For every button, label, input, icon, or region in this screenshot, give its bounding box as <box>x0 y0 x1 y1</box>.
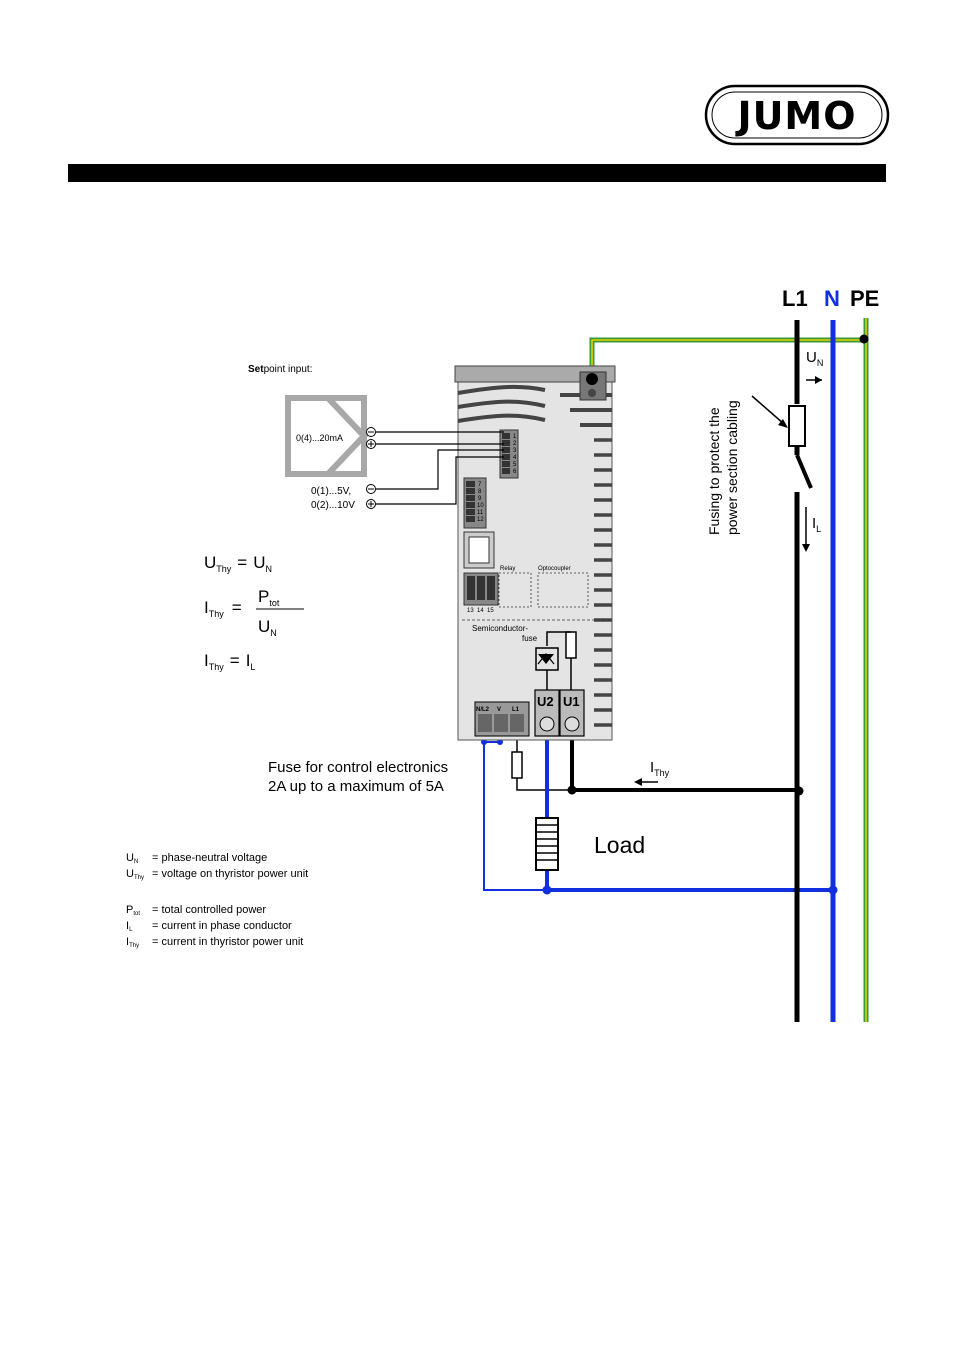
setpoint-source-symbol <box>285 395 369 477</box>
control-fuse-note-1: Fuse for control electronics <box>268 759 448 776</box>
svg-text:IThy=IL: IThy=IL <box>204 651 255 672</box>
fusing-note: Fusing to protect the power section cabl… <box>706 400 740 535</box>
terminal-num: 3 <box>513 448 517 454</box>
terminal-num: 7 <box>478 482 482 488</box>
un-arrow: UN <box>806 349 823 384</box>
terminal-numbers-top: 1 2 3 4 5 6 <box>513 434 517 475</box>
il-arrow: IL <box>802 507 821 552</box>
terminal-num: 14 <box>477 608 484 614</box>
terminal-num: 8 <box>478 489 482 495</box>
svg-text:Ptot: Ptot <box>258 587 280 608</box>
svg-text:IThy: IThy <box>650 759 670 778</box>
power-terminal-u1: U1 <box>563 694 580 709</box>
relay-label: Relay <box>500 566 515 572</box>
terminal-numbers-mid: 7 8 9 10 11 12 <box>477 482 484 523</box>
svg-text:power section cabling: power section cabling <box>724 400 740 535</box>
load-symbol <box>535 817 559 871</box>
terminal-nl2: N/L2 <box>476 707 490 713</box>
terminal-num: 4 <box>513 455 517 461</box>
logo-text: JUMO <box>734 94 856 138</box>
label-n: N <box>824 286 840 311</box>
setpoint-terminals <box>366 427 376 509</box>
terminal-v: V <box>497 707 501 713</box>
formula-uthy: UThy=UN <box>204 553 272 574</box>
setpoint-current-range: 0(4)...20mA <box>296 433 343 443</box>
legend-item: Ptot= total controlled power <box>126 904 266 917</box>
terminal-num: 9 <box>478 496 482 502</box>
terminal-num: 6 <box>513 469 517 475</box>
control-fuse-symbol <box>511 751 523 779</box>
legend-item: UN= phase-neutral voltage <box>126 852 267 865</box>
semiconductor-fuse-label-1: Semiconductor- <box>472 624 528 633</box>
terminal-num: 2 <box>513 441 517 447</box>
legend-item: IThy= current in thyristor power unit <box>126 936 303 949</box>
header-bar <box>68 164 886 182</box>
svg-text:IThy=: IThy= <box>204 598 242 619</box>
legend: UN= phase-neutral voltage UThy= voltage … <box>126 852 308 949</box>
svg-text:UN: UN <box>806 349 823 368</box>
setpoint-voltage-range-2: 0(2)...10V <box>311 500 355 511</box>
load-label: Load <box>594 832 645 858</box>
power-terminal-u2: U2 <box>537 694 554 709</box>
ithy-arrow: IThy <box>634 759 670 786</box>
svg-text:Fusing to protect the: Fusing to protect the <box>706 407 722 535</box>
terminal-num: 12 <box>477 517 484 523</box>
terminal-num: 15 <box>487 608 494 614</box>
semiconductor-fuse-label-2: fuse <box>522 634 538 643</box>
legend-item: UThy= voltage on thyristor power unit <box>126 868 308 881</box>
optocoupler-label: Optocoupler <box>538 566 571 572</box>
terminal-num: 11 <box>477 510 484 516</box>
svg-text:UThy=UN: UThy=UN <box>204 553 272 574</box>
setpoint-wires <box>376 431 504 505</box>
l1-conductor <box>511 320 813 1022</box>
formula-ithy-il: IThy=IL <box>204 651 255 672</box>
terminal-l1: L1 <box>512 707 520 713</box>
pe-conductor <box>589 318 869 1022</box>
formula-ithy-power: IThy= Ptot UN <box>204 587 304 638</box>
label-l1: L1 <box>782 286 808 311</box>
terminal-numbers-relay: 13 14 15 <box>467 608 494 614</box>
control-fuse-note-2: 2A up to a maximum of 5A <box>268 778 444 795</box>
setpoint-voltage-range-1: 0(1)...5V, <box>311 486 351 497</box>
terminal-num: 13 <box>467 608 474 614</box>
fusing-pointer-arrow <box>751 395 788 428</box>
setpoint-title: Setpoint input: <box>248 364 313 375</box>
svg-text:UN: UN <box>258 617 277 638</box>
thyristor-power-unit <box>454 365 616 741</box>
terminal-num: 5 <box>513 462 517 468</box>
label-pe: PE <box>850 286 879 311</box>
jumo-logo: JUMO <box>704 84 890 146</box>
terminal-polarity <box>368 431 374 507</box>
terminal-num: 10 <box>477 503 484 509</box>
svg-text:IL: IL <box>812 515 821 534</box>
terminal-num: 1 <box>513 434 517 440</box>
legend-item: IL= current in phase conductor <box>126 920 292 933</box>
